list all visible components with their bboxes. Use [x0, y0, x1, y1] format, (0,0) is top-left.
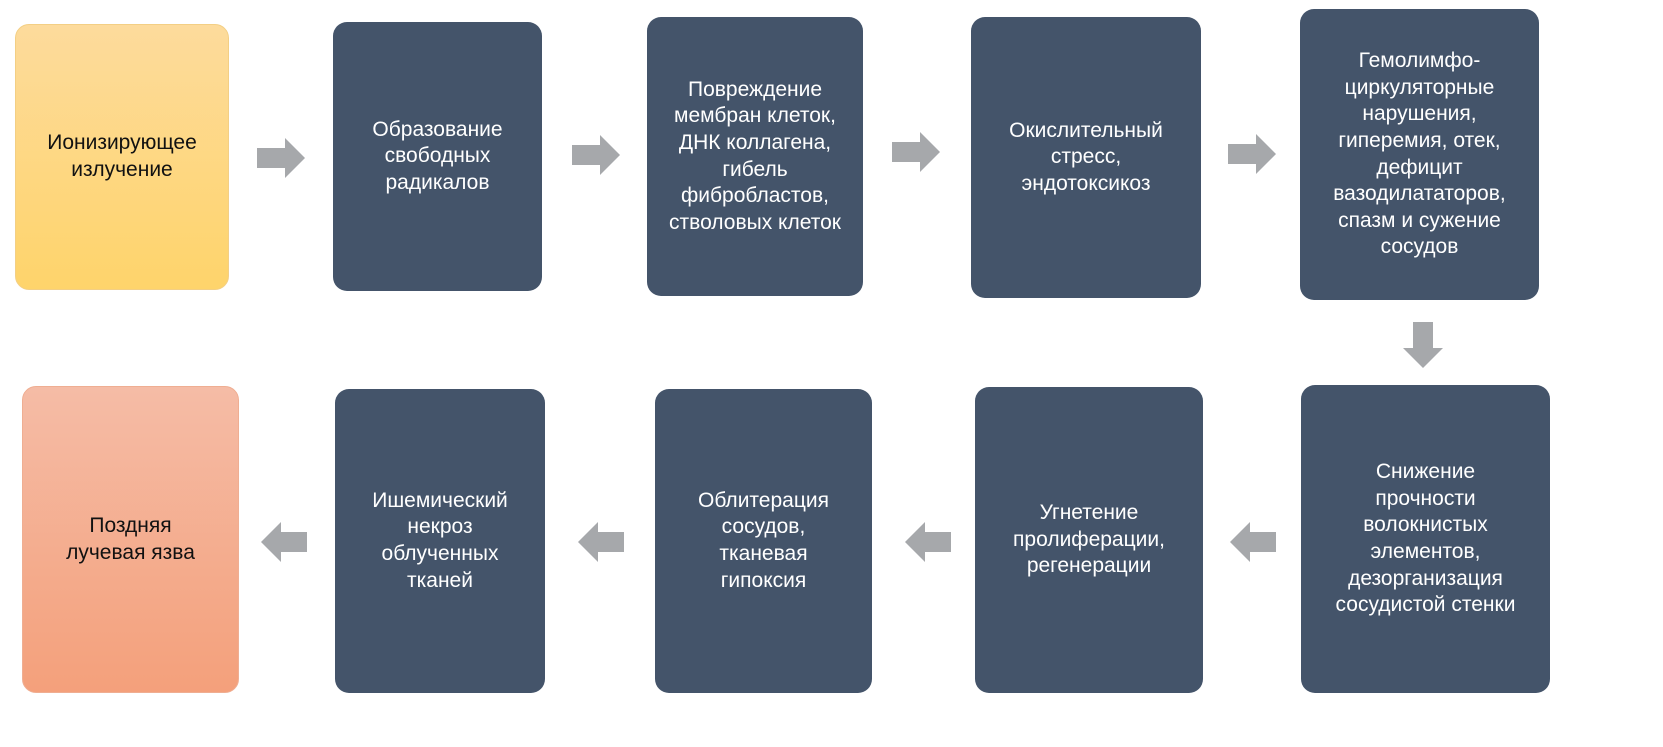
node-fiber-strength: Снижение прочности волокнистых элементов… [1301, 385, 1550, 693]
node-label: Повреждение мембран клеток, ДНК коллаген… [669, 77, 841, 234]
node-label: Гемолимфо- циркуляторные нарушения, гипе… [1333, 48, 1506, 259]
arrow-left-icon [261, 522, 307, 562]
node-label: Ионизирующее излучение [47, 131, 197, 181]
arrow-right-icon [572, 135, 620, 175]
node-oxidative-stress: Окислительный стресс, эндотоксикоз [971, 17, 1201, 298]
arrow-left-icon [578, 522, 624, 562]
arrow-right-icon [892, 132, 940, 172]
node-vessel-obliteration: Облитерация сосудов, тканевая гипоксия [655, 389, 872, 693]
node-circulatory-disorders: Гемолимфо- циркуляторные нарушения, гипе… [1300, 9, 1539, 300]
arrow-right-icon [257, 138, 305, 178]
node-ionizing-radiation: Ионизирующее излучение [15, 24, 229, 290]
node-label: Поздняя лучевая язва [66, 513, 195, 564]
node-label: Облитерация сосудов, тканевая гипоксия [698, 488, 829, 592]
arrow-right-icon [1228, 134, 1276, 174]
node-ischemic-necrosis: Ишемический некроз облученных тканей [335, 389, 545, 693]
node-proliferation-suppression: Угнетение пролиферации, регенерации [975, 387, 1203, 693]
node-free-radicals: Образование свободных радикалов [333, 22, 542, 291]
node-late-radiation-ulcer: Поздняя лучевая язва [22, 386, 239, 693]
node-label: Ишемический некроз облученных тканей [372, 488, 508, 592]
arrow-left-icon [1230, 522, 1276, 562]
node-label: Снижение прочности волокнистых элементов… [1335, 460, 1516, 617]
node-cell-damage: Повреждение мембран клеток, ДНК коллаген… [647, 17, 863, 296]
node-label: Угнетение пролиферации, регенерации [1013, 501, 1165, 578]
node-label: Образование свободных радикалов [372, 117, 503, 194]
arrow-down-icon [1403, 322, 1443, 368]
arrow-left-icon [905, 522, 951, 562]
node-label: Окислительный стресс, эндотоксикоз [1009, 118, 1163, 195]
